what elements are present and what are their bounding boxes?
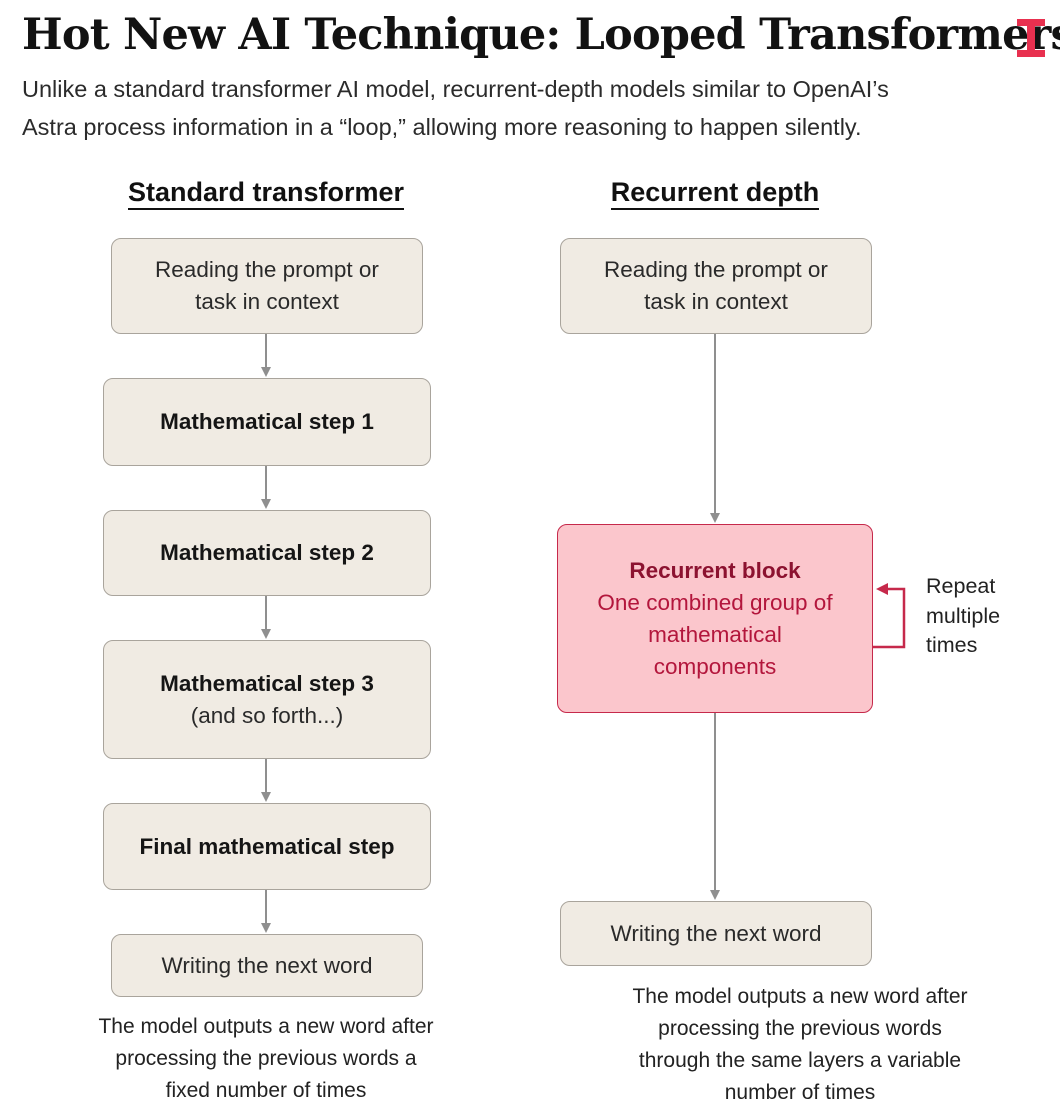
left-caption: The model outputs a new word after proce… bbox=[98, 1015, 434, 1102]
repeat-label: Repeat multiple times bbox=[926, 574, 1001, 657]
final-mathematical-step-box: Final mathematical step bbox=[103, 803, 431, 890]
recurrent-block: Recurrent block One combined group of ma… bbox=[557, 524, 873, 713]
right-output-box: Writing the next word bbox=[560, 901, 872, 966]
mathematical-step-3-box: Mathematical step 3 (and so forth...) bbox=[103, 640, 431, 759]
standard-transformer-heading: Standard transformer bbox=[66, 172, 466, 212]
subtitle-line: Unlike a standard transformer AI model, … bbox=[22, 76, 889, 102]
page-title: Hot New AI Technique: Looped Transformer… bbox=[22, 10, 1060, 60]
subtitle-line: Astra process information in a “loop,” a… bbox=[22, 114, 862, 140]
publication-logo-icon bbox=[1017, 19, 1045, 57]
subtitle: Unlike a standard transformer AI model, … bbox=[22, 70, 1032, 146]
left-input-box: Reading the prompt or task in context bbox=[111, 238, 423, 334]
right-input-box: Reading the prompt or task in context bbox=[560, 238, 872, 334]
left-output-box: Writing the next word bbox=[111, 934, 423, 997]
right-caption: The model outputs a new word after proce… bbox=[632, 985, 968, 1104]
recurrent-depth-heading: Recurrent depth bbox=[515, 172, 915, 212]
mathematical-step-1-box: Mathematical step 1 bbox=[103, 378, 431, 466]
loop-arrow bbox=[873, 583, 906, 649]
mathematical-step-2-box: Mathematical step 2 bbox=[103, 510, 431, 596]
